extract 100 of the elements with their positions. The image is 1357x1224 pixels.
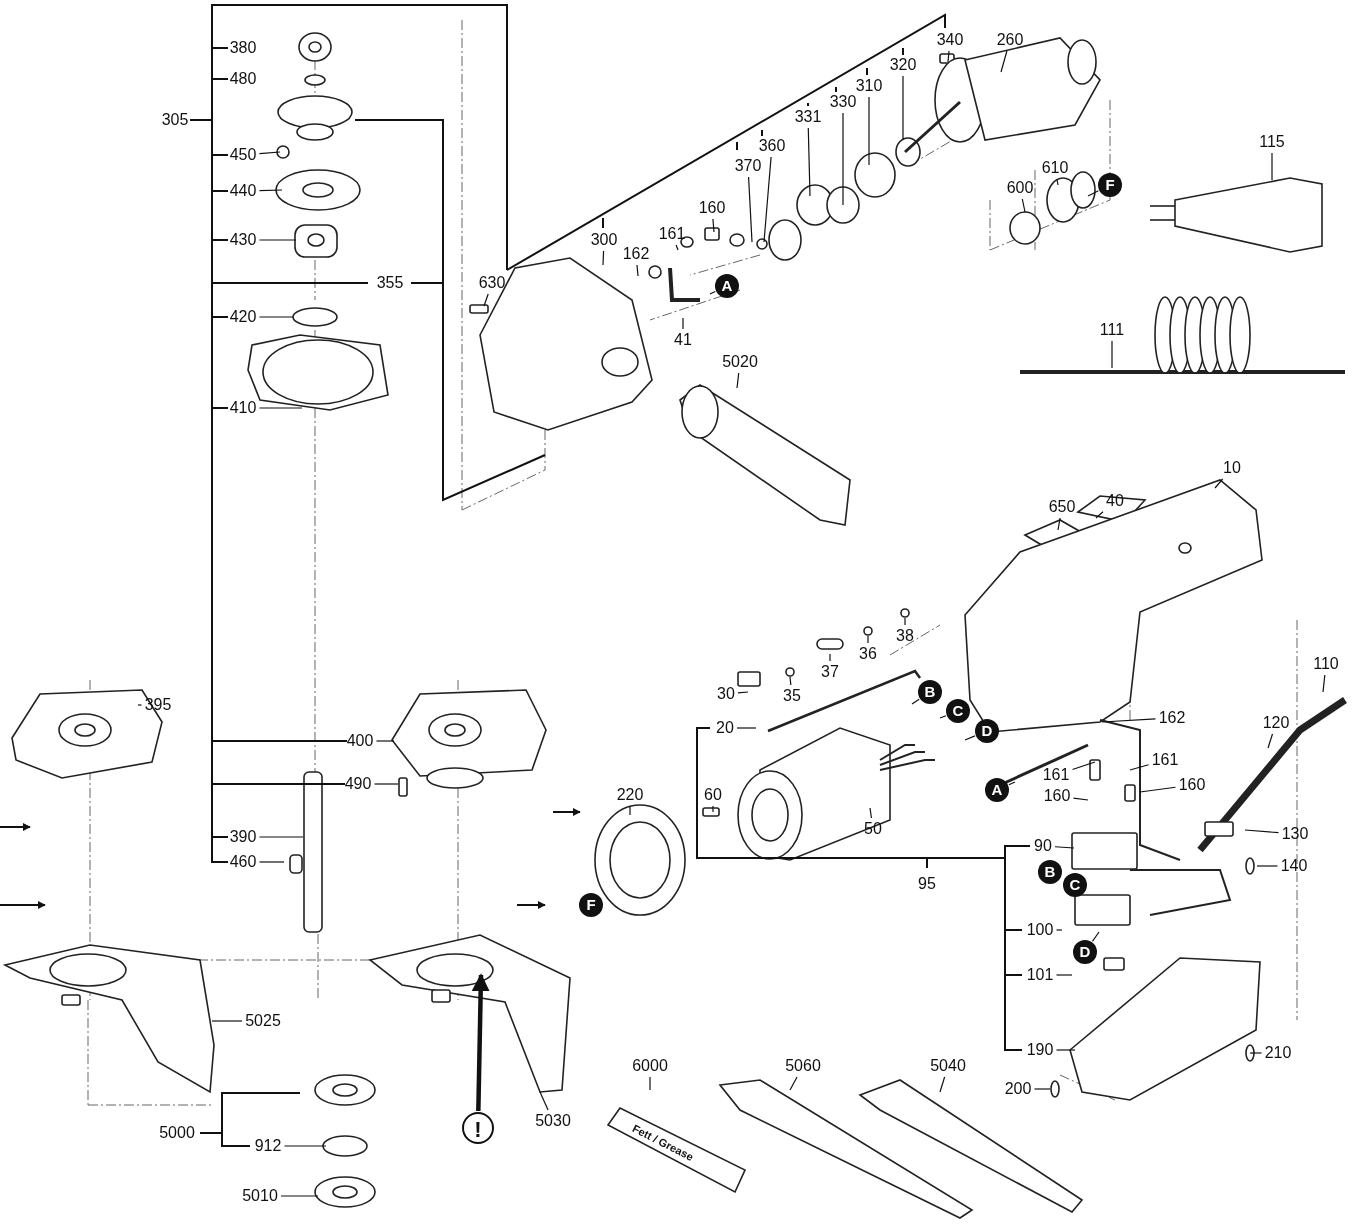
callout-number: 36 [858,644,878,664]
leader-line [964,735,976,741]
callout-number: 41 [673,330,693,350]
leader-line [1087,190,1099,197]
leader-line [1139,786,1177,793]
callout-number: 600 [1005,178,1035,198]
callout-number: 390 [228,827,258,847]
callout-number: 38 [895,626,915,646]
callout-number: 161 [1041,765,1071,785]
leader-line [1054,846,1075,849]
leader-line [737,691,749,694]
callout-number: 400 [345,731,375,751]
callout-number: 320 [888,55,918,75]
leader-line [602,250,605,266]
reference-letter-marker: D [975,719,999,743]
leader-line [137,704,143,706]
leader-line [807,127,811,197]
leader-line [1021,198,1026,213]
leader-line [1244,829,1280,834]
leader-line [1214,478,1224,489]
leader-line [736,727,757,729]
callout-number: 300 [589,230,619,250]
reference-letter-marker: C [946,699,970,723]
leader-line [1267,733,1274,749]
callout-number: 610 [1040,158,1070,178]
callout-number: 420 [228,307,258,327]
callout-number: 5020 [721,352,759,372]
leader-line [258,861,285,863]
leader-line [904,617,906,626]
callout-number: 440 [228,181,258,201]
leader-line [1071,761,1096,771]
callout-number: 37 [820,662,840,682]
callout-number: 5030 [534,1111,572,1131]
callout-number: 460 [228,852,258,872]
leader-line [636,264,639,277]
callout-number: 110 [1311,654,1341,674]
leader-line [1055,1049,1076,1051]
leader-line [649,1076,651,1091]
leader-line [939,715,947,719]
leader-line [258,407,303,409]
callout-number: 95 [917,874,937,894]
callout-number: 190 [1025,1040,1055,1060]
callout-number: 430 [228,230,258,250]
leader-line [712,218,715,233]
callout-number: 160 [697,198,727,218]
callout-number: 30 [716,684,736,704]
reference-letter-marker: F [1098,173,1122,197]
callout-number: 161 [1150,750,1180,770]
callout-number: 10 [1222,458,1242,478]
callout-number: 410 [228,398,258,418]
callout-number: 331 [793,107,823,127]
callout-number: 340 [935,30,965,50]
leader-line [947,50,950,63]
leader-line [1249,1052,1263,1054]
leader-line [258,239,297,241]
leader-line [748,176,753,243]
callout-number: 101 [1025,965,1055,985]
callout-number: 650 [1047,497,1077,517]
leader-line [1256,865,1279,867]
leader-line [1055,929,1063,931]
callout-number: 60 [703,785,723,805]
leader-line [869,807,873,819]
leader-line [258,316,294,318]
leader-line [258,189,283,192]
callout-number: 130 [1280,824,1310,844]
leader-line [539,1091,549,1111]
callout-number: 370 [733,156,763,176]
leader-line [1055,974,1073,976]
reference-letter-marker: A [985,778,1009,802]
callout-number: 490 [343,774,373,794]
leader-line [1008,781,1016,786]
reference-letter-marker: A [715,274,739,298]
callout-number: 305 [160,110,190,130]
callout-number: 480 [228,69,258,89]
leader-line [709,290,716,295]
leader-line [842,112,844,206]
leader-line [1091,931,1100,942]
leader-line [1057,517,1061,531]
leader-line [736,372,740,389]
callout-number: 20 [715,718,735,738]
callout-number: 5010 [241,1186,279,1206]
callout-number: 355 [375,273,405,293]
leader-line [712,805,714,813]
reference-letter-marker: B [1038,860,1062,884]
leader-line [373,783,399,785]
callout-number: 162 [1157,708,1187,728]
reference-letter-marker: D [1073,940,1097,964]
leader-line [280,1195,319,1197]
leader-line [789,1076,798,1091]
callout-number: 162 [621,244,651,264]
leader-line [629,805,631,816]
leader-line [258,836,304,838]
leader-line [939,1076,946,1093]
callout-number: 160 [1177,775,1207,795]
leader-line [211,1020,243,1022]
callout-number: 450 [228,145,258,165]
leader-line [1056,178,1059,186]
leader-line [829,653,831,662]
leader-line [763,156,772,243]
callout-number: 360 [757,136,787,156]
